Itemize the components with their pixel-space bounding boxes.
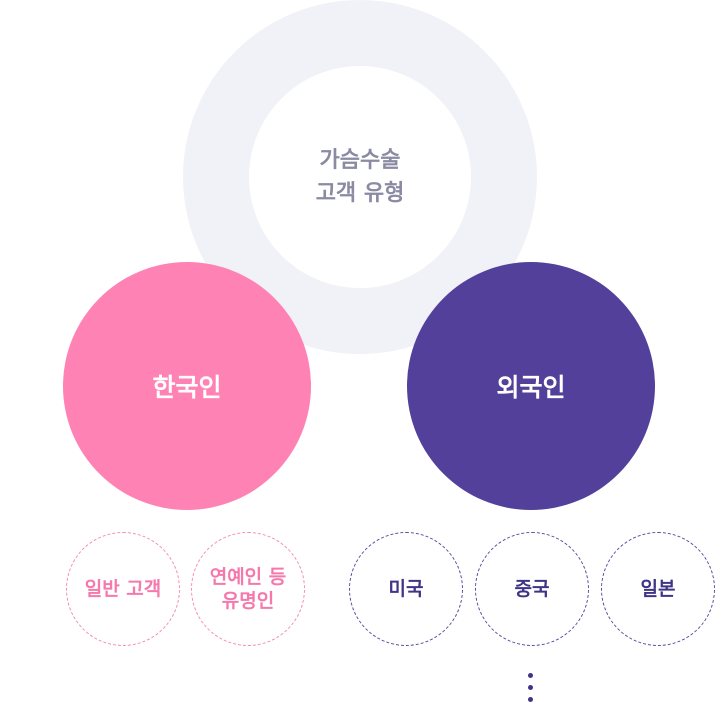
- subtype-label: 미국: [388, 578, 424, 600]
- center-title-line-2: 고객 유형: [315, 181, 405, 206]
- vertical-ellipsis-icon: [520, 668, 542, 708]
- ellipsis-dot: [528, 673, 533, 678]
- subtype-japan: 일본: [601, 532, 715, 646]
- subtype-china: 중국: [475, 532, 589, 646]
- subtype-label-line-2: 유명인: [221, 590, 275, 612]
- korean-label: 한국인: [152, 373, 222, 402]
- subtype-label: 중국: [514, 578, 550, 600]
- foreign-circle: 외국인: [407, 262, 655, 510]
- center-title-line-1: 가슴수술: [319, 148, 401, 173]
- ellipsis-dot: [528, 697, 533, 702]
- korean-circle: 한국인: [63, 262, 311, 510]
- subtype-label: 일본: [640, 578, 676, 600]
- ellipsis-dot: [528, 685, 533, 690]
- subtype-usa: 미국: [349, 532, 463, 646]
- subtype-label-line-1: 연예인 등: [209, 566, 287, 588]
- foreign-label: 외국인: [496, 373, 566, 402]
- subtype-general-customer: 일반 고객: [66, 532, 180, 646]
- subtype-celebrity: 연예인 등 유명인: [191, 532, 305, 646]
- center-title: 가슴수술 고객 유형: [240, 0, 480, 354]
- subtype-label: 일반 고객: [84, 578, 162, 600]
